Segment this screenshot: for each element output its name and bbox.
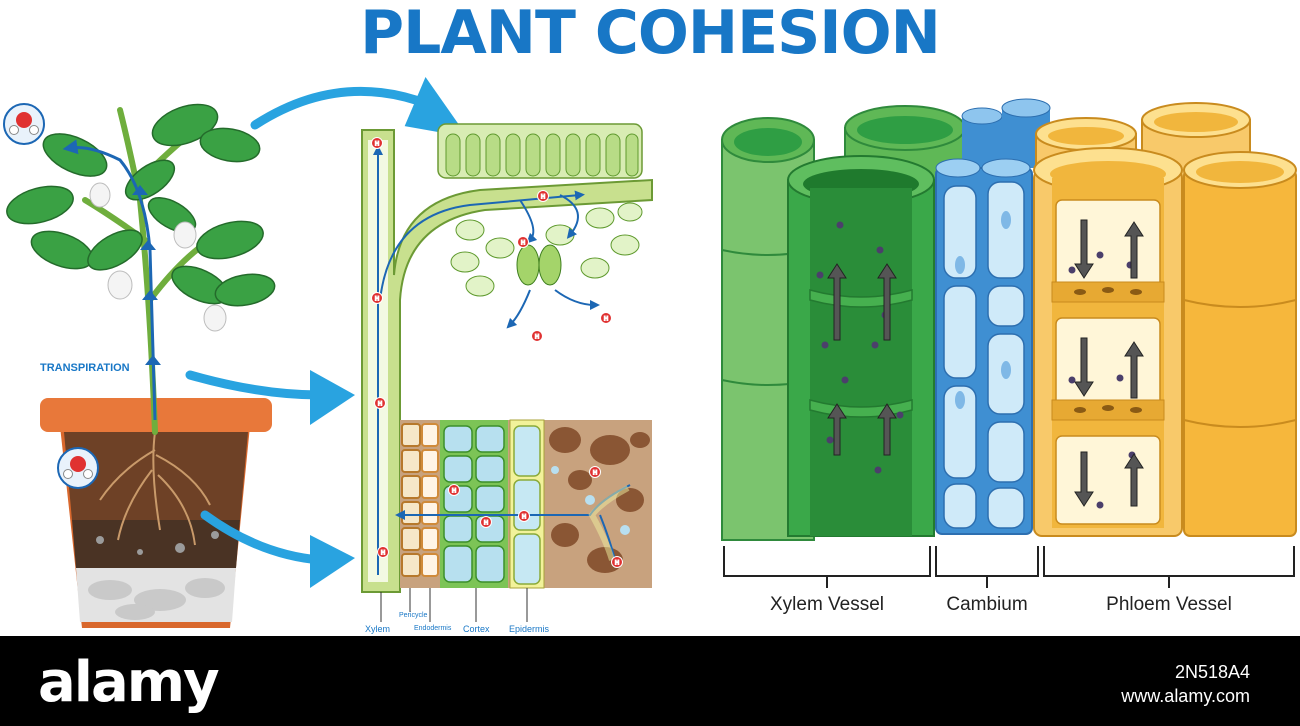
plant-flowers <box>89 182 227 332</box>
transpiration-label: TRANSPIRATION <box>40 362 130 374</box>
molecule-letter: H <box>593 471 597 477</box>
process-arrowheads <box>310 76 468 588</box>
plant-illustration: H H H H H H H H H H H H H <box>3 76 653 628</box>
arrow-to-leaf <box>250 86 435 130</box>
xylem-vessel-label: Xylem Vessel <box>769 594 885 615</box>
molecule-letter: H <box>522 515 526 521</box>
molecule-letter: H <box>521 241 525 247</box>
flow-markers <box>132 185 161 365</box>
molecule-letter: H <box>375 142 379 148</box>
pericycle-label: Pericycle <box>399 612 428 619</box>
molecule-letter: H <box>541 195 545 201</box>
phloem-flow-arrows <box>1074 219 1144 507</box>
flower-pot <box>40 398 272 628</box>
molecule-letter: H <box>615 561 619 567</box>
molecule-letter: H <box>381 551 385 557</box>
water-molecule-icon <box>57 447 99 489</box>
water-flow-arrows <box>62 139 157 421</box>
source-url: www.alamy.com <box>1121 686 1250 706</box>
process-arrows <box>185 86 435 565</box>
pericycle-layer <box>401 423 421 577</box>
water-molecule-icon <box>3 103 45 145</box>
xylem-flow-arrows <box>827 263 897 456</box>
plant-roots <box>99 431 211 546</box>
endodermis-layer <box>421 423 439 577</box>
phloem-vessel-group <box>1033 102 1297 537</box>
cortex-label: Cortex <box>463 624 490 634</box>
water-molecules: H H H H H H H H H H H H H <box>371 137 623 568</box>
molecule-letter: H <box>604 317 608 323</box>
xylem-vessel-group <box>721 105 966 541</box>
cambium-label: Cambium <box>946 594 1028 615</box>
plant-leaves <box>6 103 276 307</box>
brand-logo: alamy <box>38 650 220 715</box>
stock-id: 2N518A4 <box>1174 662 1250 682</box>
label-leaders <box>380 588 528 622</box>
molecule-letter: H <box>535 335 539 341</box>
watermark-footer: alamy 2N518A4 www.alamy.com <box>0 636 1300 726</box>
vascular-tissue-illustration <box>721 98 1297 588</box>
label-brackets <box>723 546 1295 588</box>
endodermis-label: Endodermis <box>414 625 452 632</box>
molecule-letter: H <box>375 297 379 303</box>
arrow-to-root <box>200 510 325 565</box>
cambium-group <box>935 98 1051 535</box>
molecule-letter: H <box>452 489 456 495</box>
epidermis-label: Epidermis <box>509 624 550 634</box>
phloem-vessel-label: Phloem Vessel <box>1106 594 1232 615</box>
arrow-to-stem <box>185 370 325 400</box>
page-title: PLANT COHESION <box>360 0 941 68</box>
leaf-cross-section <box>437 123 643 329</box>
xylem-label: Xylem <box>365 624 391 634</box>
molecule-letter: H <box>378 402 382 408</box>
root-cross-section <box>395 419 652 589</box>
molecule-letter: H <box>484 521 488 527</box>
